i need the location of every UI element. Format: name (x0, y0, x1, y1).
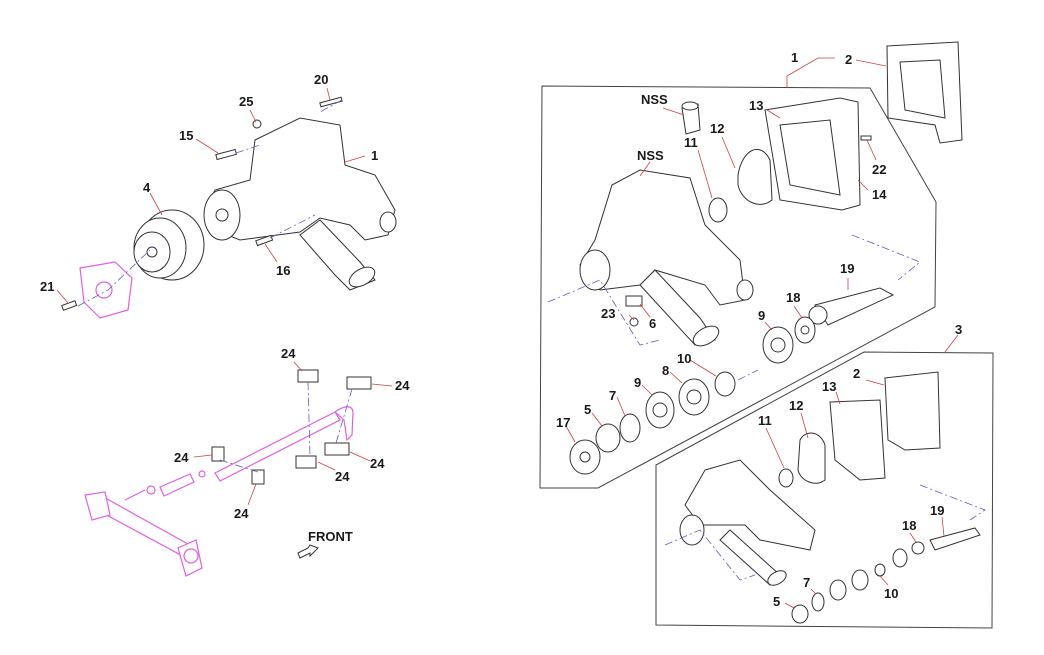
front-arrow-icon (297, 544, 319, 559)
kit-3-frame (655, 334, 994, 629)
bypass-pipe-assembly (84, 369, 372, 577)
callout-kit3-10: 10 (884, 586, 898, 601)
callout-24-e: 24 (335, 469, 350, 484)
callout-kit1-18: 18 (786, 290, 800, 305)
callout-kit3-3: 3 (955, 322, 962, 337)
left-pump-assembly (61, 96, 397, 319)
callout-kit1-1: 1 (791, 50, 798, 65)
callout-kit3-19: 19 (930, 503, 944, 518)
callout-kit1-19: 19 (840, 261, 854, 276)
callout-kit1-2: 2 (845, 52, 852, 67)
callout-24-a: 24 (281, 346, 296, 361)
callout-kit1-9-upper: 9 (758, 308, 765, 323)
callout-24-b: 24 (395, 378, 410, 393)
kit-1-frame (539, 57, 937, 489)
callout-kit1-11: 11 (684, 135, 698, 150)
callout-kit3-2: 2 (853, 366, 860, 381)
callout-kit1-7: 7 (609, 388, 616, 403)
callout-kit3-13: 13 (822, 379, 836, 394)
callout-kit1-12: 12 (710, 121, 724, 136)
callout-kit3-12: 12 (789, 398, 803, 413)
callout-kit1-14: 14 (872, 187, 887, 202)
callout-15: 15 (179, 128, 193, 143)
kit-3-leaders (765, 379, 945, 609)
callout-kit1-6: 6 (649, 316, 656, 331)
callout-kit3-18: 18 (902, 518, 916, 533)
left-assembly-leaders (56, 87, 366, 304)
callout-kit1-9-lower: 9 (634, 375, 641, 390)
kit-3-parts (664, 371, 986, 624)
callout-kit1-13: 13 (749, 98, 763, 113)
callout-24-c: 24 (174, 450, 189, 465)
callout-kit3-11: 11 (758, 413, 772, 428)
callout-kit1-22: 22 (872, 162, 886, 177)
callout-21: 21 (40, 279, 54, 294)
callout-kit1-5: 5 (584, 402, 591, 417)
callout-kit1-8: 8 (662, 363, 669, 378)
callout-kit1-17: 17 (556, 415, 570, 430)
callout-kit1-10: 10 (677, 351, 691, 366)
kit-1-parts (547, 41, 963, 475)
callout-kit1-nss-body: NSS (637, 148, 664, 163)
front-label: FRONT (308, 529, 353, 544)
callout-25: 25 (239, 94, 253, 109)
callout-24-f: 24 (234, 506, 249, 521)
callout-24-d: 24 (370, 456, 385, 471)
callout-kit1-23: 23 (601, 306, 615, 321)
callout-20: 20 (314, 72, 328, 87)
callout-4: 4 (143, 180, 151, 195)
callout-1: 1 (371, 148, 378, 163)
callout-kit3-5: 5 (773, 594, 780, 609)
callout-16: 16 (276, 263, 290, 278)
bypass-leaders (193, 361, 393, 506)
kit-1-leaders (565, 59, 887, 443)
callout-kit1-nss-top: NSS (641, 92, 668, 107)
callout-kit3-7: 7 (803, 575, 810, 590)
